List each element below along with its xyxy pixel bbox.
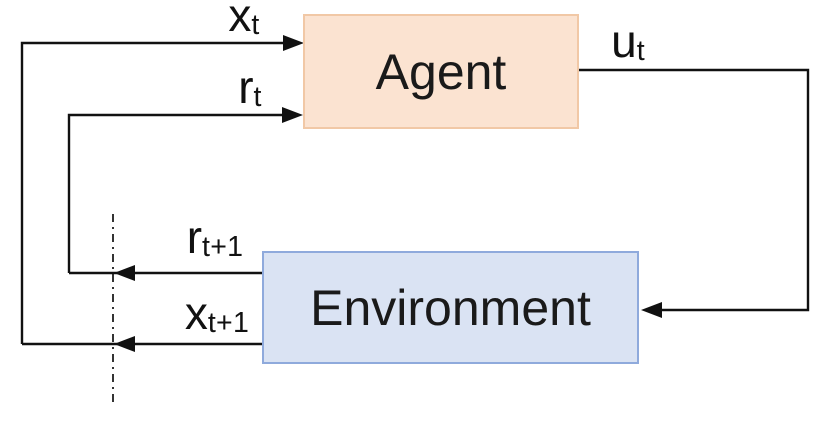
arrowhead-action-into-environment xyxy=(641,302,662,318)
label-reward-current: rt xyxy=(195,64,305,119)
label-reward-current-sub: t xyxy=(253,80,262,113)
label-action: ut xyxy=(573,18,683,73)
environment-box-label: Environment xyxy=(310,279,591,336)
label-state-current-main: x xyxy=(228,0,252,41)
agent-box: Agent xyxy=(303,14,579,129)
environment-box: Environment xyxy=(262,251,639,364)
label-state-next-main: x xyxy=(184,287,208,339)
label-reward-next: rt+1 xyxy=(160,214,270,269)
label-state-current-sub: t xyxy=(251,8,260,41)
label-state-next-sub: t+1 xyxy=(207,306,250,339)
arrowhead-reward-next xyxy=(114,265,135,281)
arrowhead-state-next xyxy=(114,336,135,352)
label-action-sub: t xyxy=(636,34,645,67)
label-reward-next-main: r xyxy=(186,211,203,263)
arrowhead-reward-into-agent xyxy=(282,107,303,123)
label-reward-current-main: r xyxy=(238,61,254,113)
agent-box-label: Agent xyxy=(375,43,507,100)
label-reward-next-sub: t+1 xyxy=(202,230,244,263)
reward-feedback-wire xyxy=(67,113,284,273)
action-wire xyxy=(579,68,810,312)
label-action-main: u xyxy=(611,15,637,67)
label-state-next: xt+1 xyxy=(162,290,272,345)
arrowhead-state-into-agent xyxy=(283,35,304,51)
state-feedback-wire xyxy=(20,41,285,344)
label-state-current: xt xyxy=(189,0,299,47)
